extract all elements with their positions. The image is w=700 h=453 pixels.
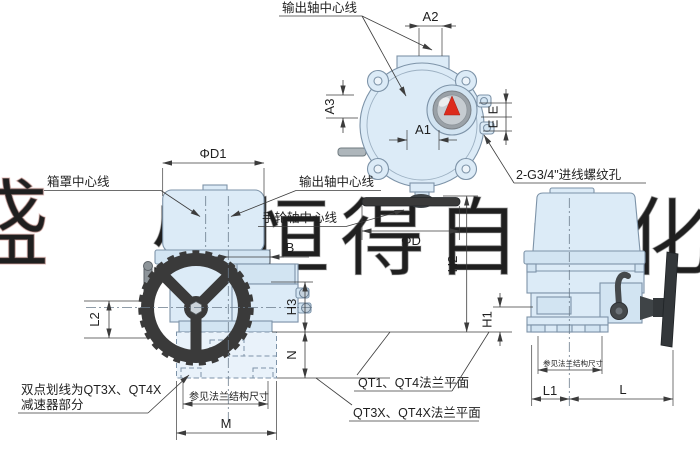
side-view: [523, 187, 679, 406]
front-view: [86, 184, 312, 423]
lever-knob-front: [143, 261, 153, 271]
label-phantom-note-2: 减速器部分: [21, 397, 84, 412]
label-qt3x-flange: QT3X、QT4X法兰平面: [353, 406, 481, 420]
stop-screw: [337, 147, 367, 157]
dim-n: N: [284, 350, 299, 359]
dim-e-upper: E: [486, 105, 501, 114]
handwheel-cone: [640, 296, 653, 320]
dim-h2: H2: [445, 256, 460, 273]
dim-l: L: [619, 382, 626, 397]
foot-1: [530, 324, 546, 333]
bolt-head: [299, 288, 309, 298]
label-flange-ref-front: 参见法兰结构尺寸: [189, 390, 269, 403]
dim-m: M: [221, 416, 232, 431]
dim-phi-d: ΦD: [401, 233, 421, 248]
label-flange-ref-side: 参见法兰结构尺寸: [543, 358, 603, 368]
hub-nut: [189, 301, 203, 315]
latch-right: [634, 263, 645, 273]
foot-3: [584, 324, 601, 333]
position-indicator-window: [426, 84, 478, 136]
terminal-box: [236, 263, 296, 285]
dim-b: B: [286, 240, 295, 255]
side-collar: [523, 250, 646, 265]
label-phantom-note-1: 双点划线为QT3X、QT4X: [21, 383, 162, 397]
cover-rim: [366, 69, 478, 181]
handwheel-rim-edge: [361, 197, 461, 207]
dim-a2: A2: [423, 9, 439, 24]
lever-knob-center: [615, 307, 623, 315]
dim-h1: H1: [480, 311, 495, 328]
dim-phi-d1: ΦD1: [200, 146, 227, 161]
label-output-axis-front: 输出轴中心线: [299, 174, 375, 189]
handwheel-front: [138, 250, 254, 366]
watermark-red-glyph: 盛: [0, 173, 50, 279]
label-handwheel-axis: 手轮轴中心线: [262, 210, 338, 225]
label-qt1-flange: QT1、QT4法兰平面: [358, 376, 469, 390]
label-output-axis-top: 输出轴中心线: [282, 0, 358, 15]
declutch-lever-side: [614, 271, 631, 308]
foot-2: [556, 324, 573, 333]
dim-a1: A1: [415, 122, 431, 137]
nameplate: [536, 296, 572, 315]
label-cable-entry: 2-G3/4"进线螺纹孔: [516, 168, 622, 182]
dim-h3: H3: [284, 299, 299, 316]
top-view: [337, 55, 495, 208]
dimensions: A2 A3 A1 E E 输出轴中心线 2-G3/4"进线螺纹孔 ΦD1 ΦD: [18, 0, 674, 440]
bolt-head-2: [301, 303, 311, 313]
side-flange: [526, 316, 609, 326]
handwheel-edge-view: [361, 182, 461, 208]
dome-cover: [532, 192, 641, 252]
handwheel-rim-side: [660, 251, 679, 348]
dim-a3: A3: [322, 99, 337, 115]
dim-e-lower: E: [486, 119, 501, 128]
dim-l2: L2: [87, 312, 102, 326]
box-cover: [162, 189, 265, 253]
indicator-arrow: [443, 95, 461, 116]
label-box-cover-axis: 箱罩中心线: [47, 174, 110, 189]
dim-l1: L1: [543, 383, 557, 398]
latch-left: [526, 263, 537, 273]
